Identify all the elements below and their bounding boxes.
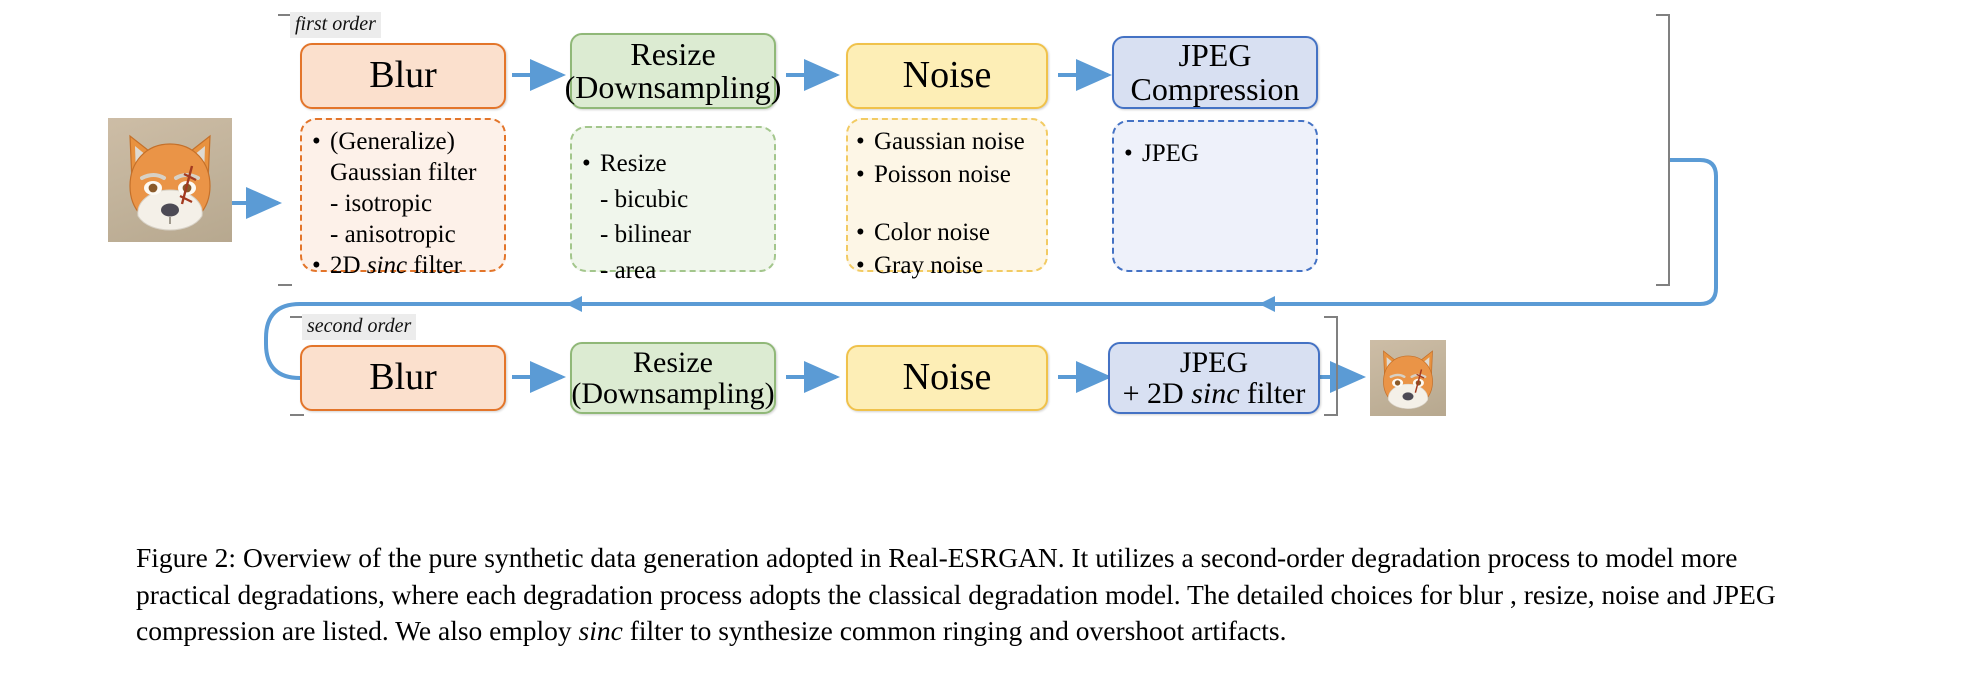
second-order-bracket-left: [290, 316, 304, 416]
stage-jpeg-second[interactable]: JPEG + 2D sinc filter: [1108, 342, 1320, 414]
caption-part1: Overview of the pure synthetic data gene…: [136, 542, 1776, 647]
caption-sinc-italic: sinc: [578, 615, 623, 647]
detail-item: - isotropic: [312, 188, 504, 219]
detail-spacer: [856, 191, 1046, 217]
bullet-icon: •: [312, 128, 321, 155]
detail-item: Gaussian filter: [330, 159, 477, 186]
bullet-icon: •: [1124, 140, 1133, 167]
caption-label: Figure 2:: [136, 542, 237, 573]
dash-icon: [312, 219, 330, 250]
stage-jpeg[interactable]: JPEG Compression: [1112, 36, 1318, 109]
detail-item: - area: [582, 253, 774, 289]
output-image-thumbnail: [1370, 340, 1446, 416]
sinc-italic: sinc: [366, 252, 408, 279]
detail-item: •(Generalize): [312, 128, 455, 155]
detail-item: •2D sinc filter: [312, 252, 462, 279]
first-order-label: first order: [290, 12, 381, 38]
detail-item: •Color noise: [856, 217, 1046, 250]
bullet-icon: •: [856, 251, 865, 279]
stage-jpeg-title: JPEG: [1178, 37, 1252, 74]
stage-noise[interactable]: Noise: [846, 43, 1048, 109]
dash-icon: [582, 182, 600, 218]
input-image-thumbnail: [108, 118, 232, 242]
stage-blur[interactable]: Blur: [300, 43, 506, 109]
detail-item: •Resize: [582, 146, 774, 182]
detail-item: •Gray noise: [856, 250, 1046, 283]
stage-resize-subtitle: (Downsampling): [564, 69, 782, 105]
stage-jpeg-second-title: JPEG: [1179, 345, 1249, 379]
first-order-bracket-right: [1656, 14, 1670, 286]
loop-arrowhead-right: [1259, 296, 1275, 312]
bullet-icon: •: [856, 219, 865, 246]
stage-resize[interactable]: Resize (Downsampling): [565, 33, 781, 109]
sinc-italic: sinc: [1191, 377, 1240, 410]
pipeline-diagram: first order Blur •(Generalize) Gaussian …: [108, 12, 1718, 416]
details-jpeg: •JPEG: [1112, 120, 1318, 272]
stage-noise-second[interactable]: Noise: [846, 345, 1048, 411]
stage-resize-second-subtitle: (Downsampling): [571, 377, 775, 410]
first-order-bracket-left: [278, 14, 292, 286]
stage-jpeg-second-subtitle: + 2D sinc filter: [1122, 377, 1306, 410]
figure-caption: Figure 2: Overview of the pure synthetic…: [136, 540, 1836, 650]
detail-item: - anisotropic: [312, 219, 504, 250]
stage-noise-second-title: Noise: [902, 356, 992, 399]
details-resize: •Resize - bicubic - bilinear - area: [570, 126, 776, 284]
bullet-icon: •: [856, 128, 865, 155]
second-order-bracket-right: [1324, 316, 1338, 416]
dash-icon: [312, 188, 330, 219]
loop-arrowhead-mid: [566, 296, 582, 312]
second-order-label: second order: [302, 314, 417, 340]
bullet-icon: •: [582, 150, 591, 177]
stage-resize-second-title: Resize: [633, 345, 713, 379]
bullet-icon: •: [856, 160, 865, 188]
stage-jpeg-subtitle: Compression: [1130, 70, 1300, 107]
detail-item: - bicubic: [582, 182, 774, 218]
dash-icon: [582, 217, 600, 253]
fox-illustration-output: [1383, 350, 1433, 409]
stage-resize-second[interactable]: Resize (Downsampling): [570, 342, 776, 414]
detail-item: •Gaussian noise: [856, 126, 1046, 159]
detail-item: •JPEG: [1124, 138, 1316, 171]
fox-illustration-input: [129, 134, 211, 231]
detail-item: - bilinear: [582, 217, 774, 253]
detail-item: •Poisson noise: [856, 159, 1046, 192]
stage-blur-second[interactable]: Blur: [300, 345, 506, 411]
details-noise: •Gaussian noise •Poisson noise •Color no…: [846, 118, 1048, 279]
stage-blur-title: Blur: [369, 54, 437, 97]
stage-noise-title: Noise: [902, 54, 992, 97]
stage-resize-title: Resize: [630, 35, 716, 72]
stage-blur-second-title: Blur: [369, 356, 437, 399]
bullet-icon: •: [312, 252, 321, 279]
caption-part2: filter to synthesize common ringing and …: [622, 615, 1287, 647]
details-blur: •(Generalize) Gaussian filter - isotropi…: [300, 118, 506, 279]
dash-icon: [582, 253, 600, 289]
